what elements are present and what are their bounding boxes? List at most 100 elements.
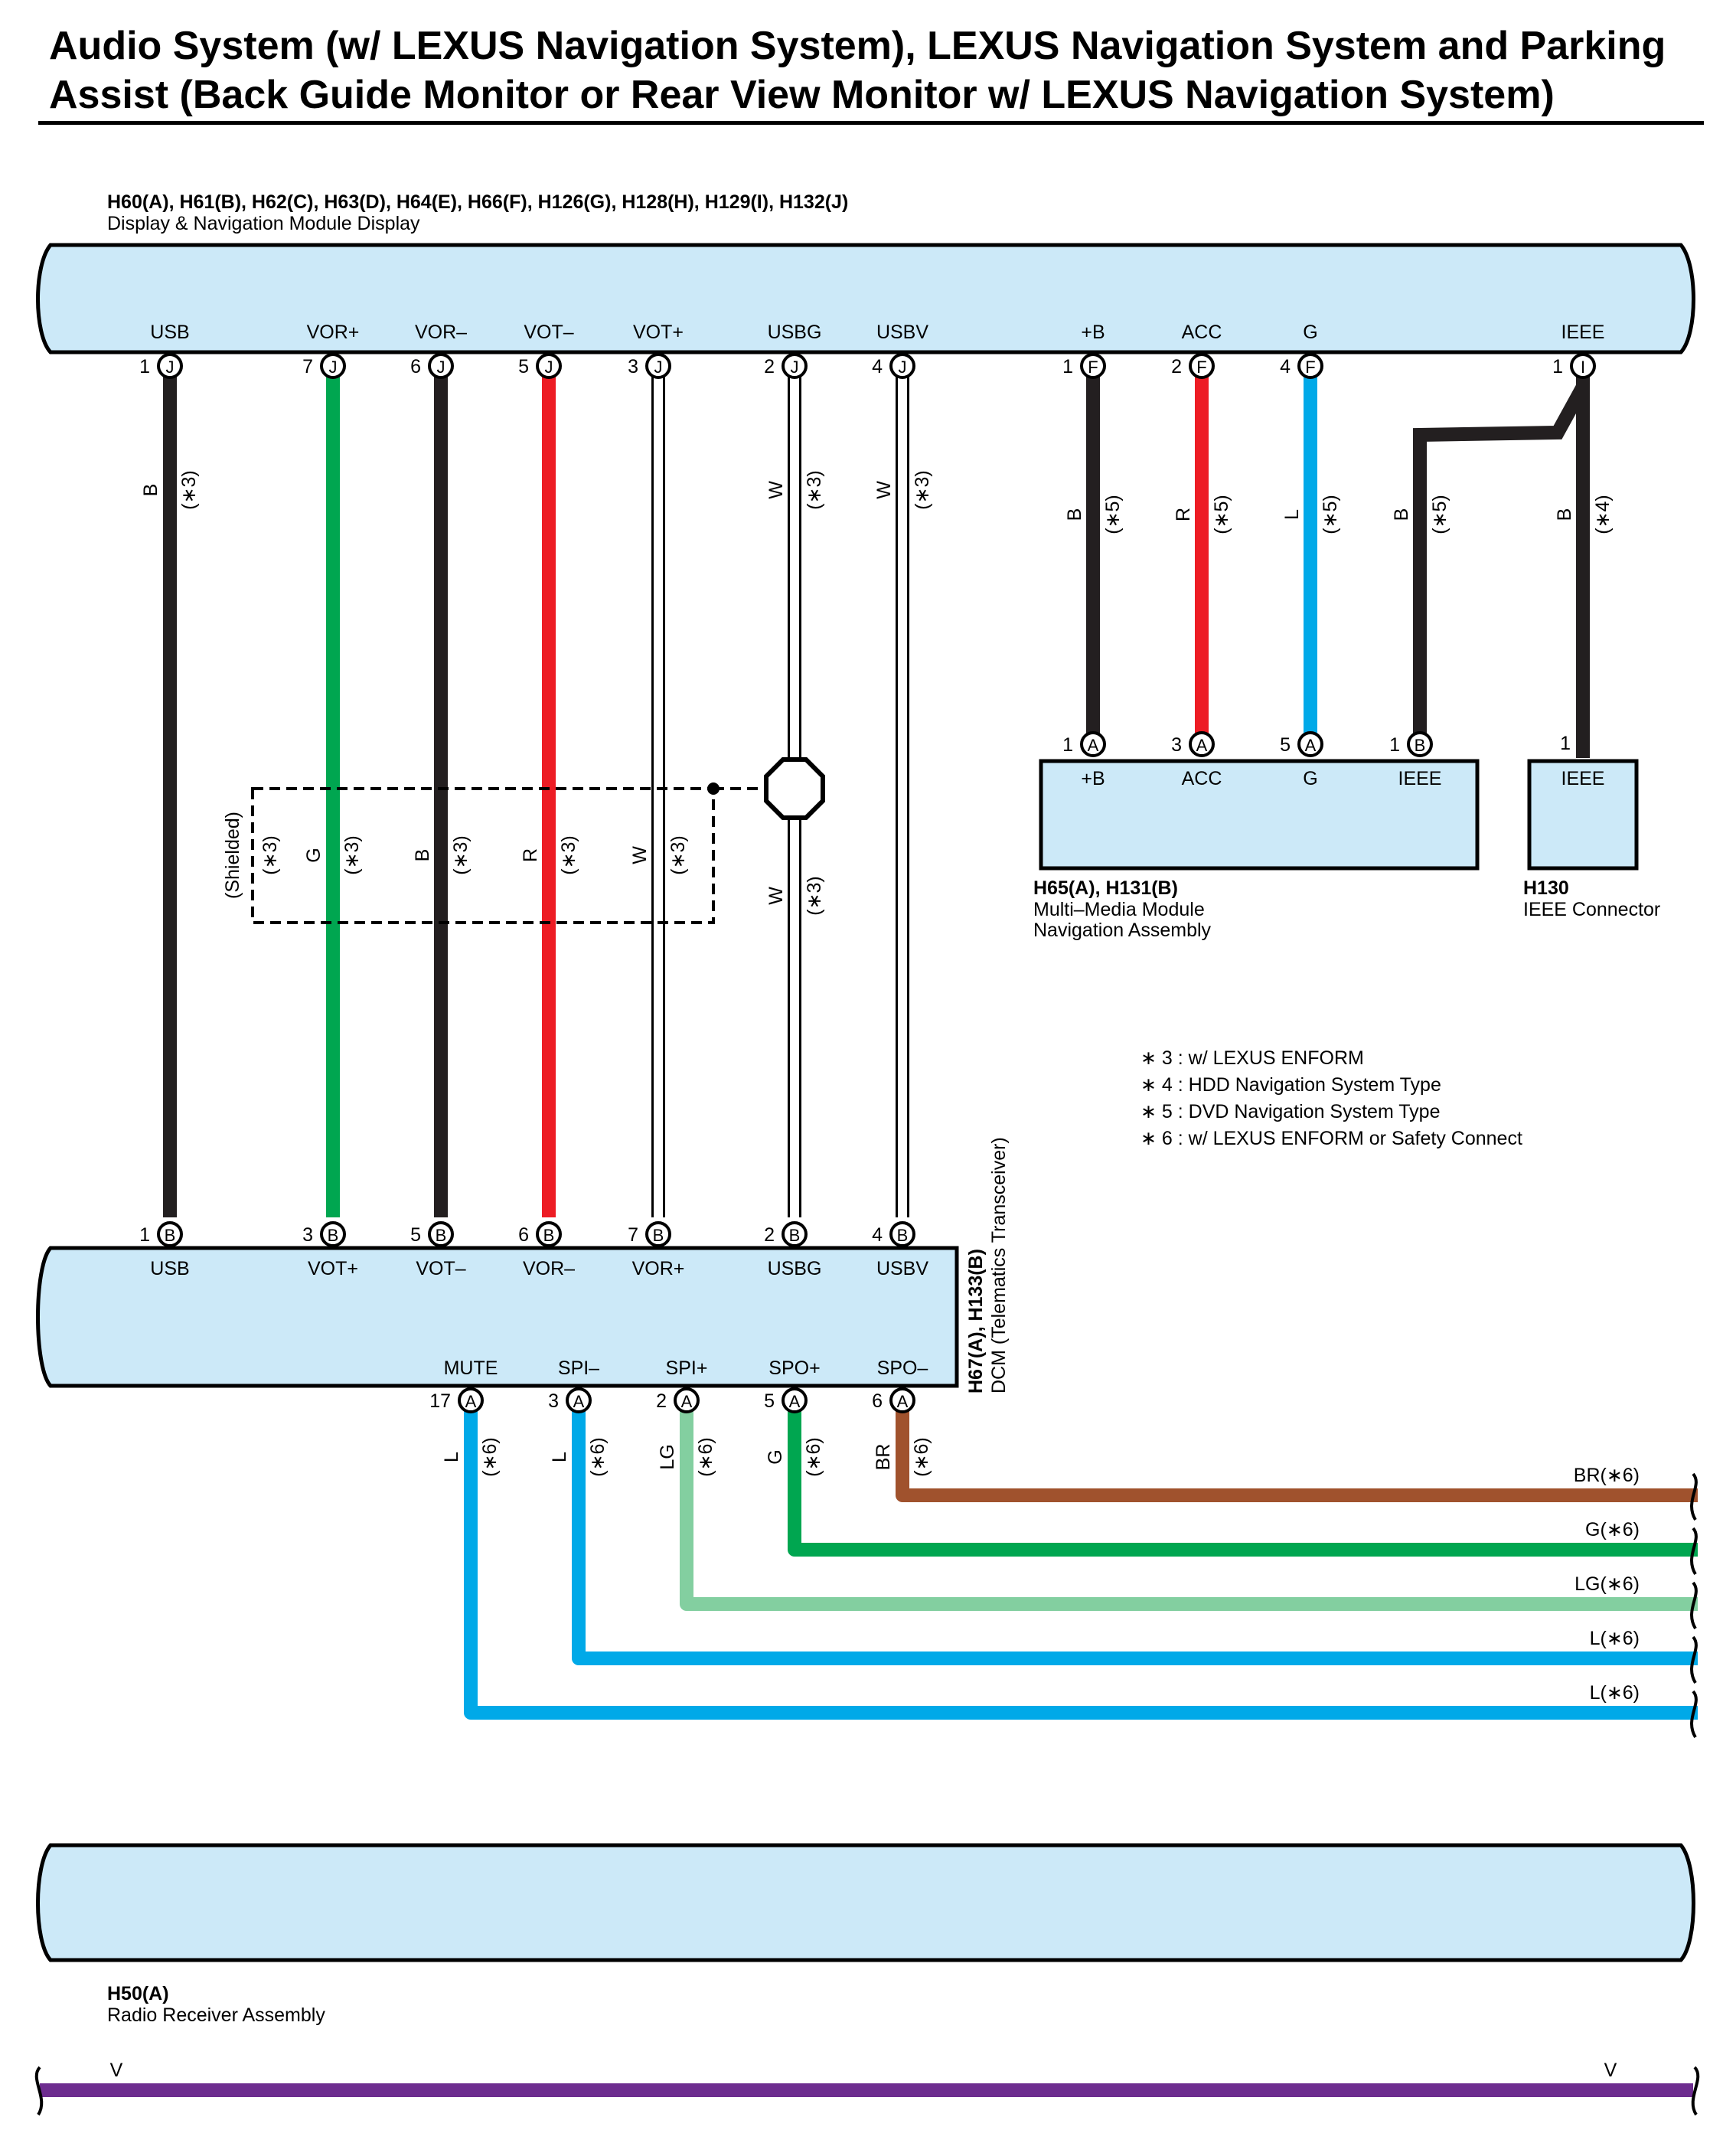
display-module-body xyxy=(36,243,1695,354)
svg-text:VOT–: VOT– xyxy=(416,1258,465,1279)
svg-text:VOR+: VOR+ xyxy=(307,322,360,343)
v-bus-break-left xyxy=(34,2066,44,2116)
svg-text:(∗6): (∗6) xyxy=(587,1437,609,1477)
svg-text:USBG: USBG xyxy=(768,322,822,343)
mmm-pin-acc: 3 A ACC xyxy=(1171,731,1222,789)
shield-ground-octagon xyxy=(764,757,825,820)
svg-text:(∗6): (∗6) xyxy=(695,1437,716,1477)
svg-text:ACC: ACC xyxy=(1182,768,1222,789)
mmm-module-body xyxy=(1039,759,1480,871)
shield-junction xyxy=(707,782,720,795)
wire-label-usbv: W xyxy=(873,481,895,499)
wire-spo-plus-green xyxy=(788,1405,1698,1557)
svg-text:6: 6 xyxy=(872,1390,883,1412)
svg-text:IEEE: IEEE xyxy=(1398,768,1442,789)
svg-text:F: F xyxy=(1196,358,1206,377)
svg-text:IEEE: IEEE xyxy=(1561,322,1605,343)
wire-label-ieee-connector: B xyxy=(1554,508,1575,521)
svg-text:VOT+: VOT+ xyxy=(308,1258,358,1279)
svg-text:A: A xyxy=(1196,736,1208,755)
wire-spi-plus-lightgreen xyxy=(680,1405,1698,1611)
svg-text:L: L xyxy=(549,1452,570,1462)
svg-text:B: B xyxy=(897,1226,909,1245)
ieee-connector-body xyxy=(1527,759,1639,871)
mmm-pin-g: 5 A G xyxy=(1280,731,1323,789)
dcm-pin-usbg: 2 B USBG xyxy=(764,1221,821,1279)
display-name: Display & Navigation Module Display xyxy=(107,213,420,234)
svg-text:ACC: ACC xyxy=(1182,322,1222,343)
svg-text:G: G xyxy=(765,1449,786,1464)
dcm-pin-vot-plus: 3 B VOT+ xyxy=(302,1221,358,1279)
svg-text:4: 4 xyxy=(872,1224,883,1246)
svg-text:6: 6 xyxy=(518,1224,529,1246)
wire-note-g: (∗5) xyxy=(1320,495,1341,534)
wire-note-usb: (∗3) xyxy=(178,470,200,510)
note-4: ∗ 4 : HDD Navigation System Type xyxy=(1140,1074,1441,1096)
dcm-pin-vot-minus: 5 B VOT– xyxy=(410,1221,466,1279)
svg-text:1: 1 xyxy=(139,1224,150,1246)
wire-labels-upper: B (∗3) W (∗3) W (∗3) B (∗5) R (∗5) L (∗5… xyxy=(140,470,1614,534)
display-pin-plus-b: +B 1 F xyxy=(1062,322,1106,379)
svg-text:VOR+: VOR+ xyxy=(632,1258,685,1279)
wire-note-ieee-connector: (∗4) xyxy=(1592,495,1614,534)
dcm-top-pins: 1 B USB 3 B VOT+ 5 B VOT– 6 B VOR– 7 B V… xyxy=(139,1221,928,1279)
display-pin-g: G 4 F xyxy=(1280,322,1323,379)
svg-text:5: 5 xyxy=(1280,734,1291,756)
svg-text:5: 5 xyxy=(518,356,529,377)
display-pin-ieee: IEEE 1 I xyxy=(1552,322,1605,379)
svg-text:3: 3 xyxy=(1171,734,1182,756)
svg-text:J: J xyxy=(899,358,907,377)
usbg-lower-label: W xyxy=(765,887,787,905)
svg-text:A: A xyxy=(573,1392,585,1411)
svg-text:J: J xyxy=(791,358,799,377)
svg-text:VOT–: VOT– xyxy=(524,322,573,343)
svg-text:USBV: USBV xyxy=(876,322,928,343)
svg-text:J: J xyxy=(654,358,663,377)
wire-note-plus-b: (∗5) xyxy=(1102,495,1124,534)
svg-text:4: 4 xyxy=(872,356,883,377)
shield-label-w: W xyxy=(629,846,651,864)
svg-text:A: A xyxy=(897,1392,909,1411)
svg-text:B: B xyxy=(436,1226,447,1245)
dcm-pin-vor-plus: 7 B VOR+ xyxy=(628,1221,685,1279)
svg-text:(∗6): (∗6) xyxy=(479,1437,501,1477)
ieee-connector-name: IEEE Connector xyxy=(1523,899,1660,920)
svg-text:1: 1 xyxy=(139,356,150,377)
svg-text:BR(∗6): BR(∗6) xyxy=(1574,1465,1640,1486)
svg-text:VOT+: VOT+ xyxy=(633,322,684,343)
svg-text:5: 5 xyxy=(410,1224,421,1246)
display-pin-vor-minus: VOR– 6 J xyxy=(410,322,467,379)
svg-text:MUTE: MUTE xyxy=(444,1357,498,1379)
svg-text:2: 2 xyxy=(1171,356,1182,377)
shield-label-r: R xyxy=(520,848,541,862)
svg-text:USB: USB xyxy=(150,322,189,343)
svg-text:BR: BR xyxy=(873,1444,894,1471)
svg-text:4: 4 xyxy=(1280,356,1291,377)
svg-text:7: 7 xyxy=(302,356,313,377)
svg-text:2: 2 xyxy=(764,356,775,377)
display-pin-usbg: USBG 2 J xyxy=(764,322,822,379)
dcm-module-body xyxy=(36,1246,959,1388)
svg-text:SPI–: SPI– xyxy=(558,1357,599,1379)
ieee-pin-number: 1 xyxy=(1560,733,1571,754)
wire-label-plus-b: B xyxy=(1064,508,1085,521)
svg-text:I: I xyxy=(1581,358,1585,377)
svg-text:J: J xyxy=(166,358,175,377)
wires-dcm-out xyxy=(464,1405,1698,1739)
svg-text:1: 1 xyxy=(1389,734,1400,756)
display-pin-vot-plus: VOT+ 3 J xyxy=(628,322,684,379)
v-bus-label-right: V xyxy=(1604,2060,1617,2081)
dcm-bottom-pins: MUTE 17 A SPI– 3 A SPI+ 2 A SPO+ 5 A SPO… xyxy=(429,1357,928,1413)
svg-text:J: J xyxy=(329,358,338,377)
shield-label-g: G xyxy=(303,848,325,862)
dcm-out-wire-labels: L (∗6) L (∗6) LG (∗6) G (∗6) BR (∗6) xyxy=(441,1437,932,1477)
v-bus-break-right xyxy=(1691,2066,1700,2116)
svg-text:G: G xyxy=(1303,322,1317,343)
mmm-pin-ieee: 1 B IEEE xyxy=(1389,731,1442,789)
svg-text:1: 1 xyxy=(1062,734,1073,756)
dcm-pin-spi-minus: SPI– 3 A xyxy=(548,1357,599,1413)
svg-text:2: 2 xyxy=(764,1224,775,1246)
svg-text:A: A xyxy=(465,1392,477,1411)
dcm-pin-spi-plus: SPI+ 2 A xyxy=(656,1357,707,1413)
dcm-pin-vor-minus: 6 B VOR– xyxy=(518,1221,575,1279)
